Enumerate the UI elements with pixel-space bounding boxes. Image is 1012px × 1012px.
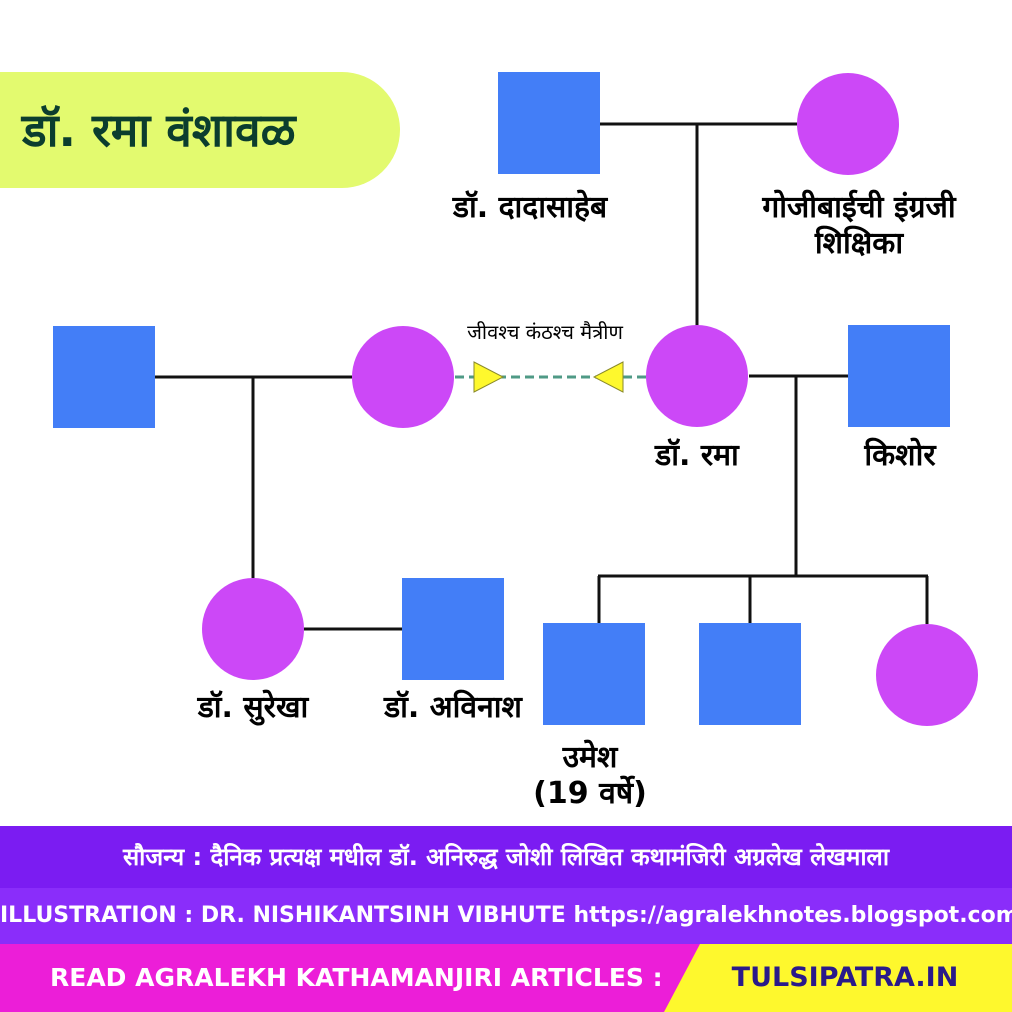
umesh-square-symbol (543, 623, 645, 725)
credit-band: सौजन्य : दैनिक प्रत्यक्ष मधील डॉ. अनिरुद… (0, 826, 1012, 888)
site-tag-background (664, 944, 1012, 1012)
rama-circle-symbol (646, 325, 748, 427)
connector-lines (155, 122, 929, 631)
label-umesh-name: उमेश (562, 740, 618, 775)
page-title: डॉ. रमा वंशावळ (22, 103, 296, 157)
read-articles-label: READ AGRALEKH KATHAMANJIRI ARTICLES : (50, 963, 663, 992)
friendship-arrow-right-icon (592, 361, 624, 393)
friend-circle-symbol (352, 326, 454, 428)
friendship-label: जीवश्च कंठश्च मैत्रीण (467, 320, 623, 344)
site-link[interactable]: TULSIPATRA.IN (731, 962, 959, 993)
son2-square-symbol (699, 623, 801, 725)
label-rama: डॉ. रमा (655, 438, 739, 473)
credit-text: सौजन्य : दैनिक प्रत्यक्ष मधील डॉ. अनिरुद… (122, 843, 890, 871)
friend-husband-square-symbol (53, 326, 155, 428)
label-dadasaheb: डॉ. दादासाहेब (452, 190, 608, 225)
label-teacher-line2: शिक्षिका (814, 226, 904, 261)
kishor-square-symbol (848, 325, 950, 427)
avinash-square-symbol (402, 578, 504, 680)
friendship-arrow-left-icon (473, 361, 505, 393)
daughter-circle-symbol (876, 624, 978, 726)
label-teacher-line1: गोजीबाईची इंग्रजी (762, 190, 956, 225)
illustration-band: ILLUSTRATION : DR. NISHIKANTSINH VIBHUTE… (0, 888, 1012, 944)
label-surekha: डॉ. सुरेखा (197, 690, 309, 725)
title-banner: डॉ. रमा वंशावळ (0, 72, 400, 188)
dadasaheb-square-symbol (498, 72, 600, 174)
teacher-circle-symbol (797, 73, 899, 175)
read-more-band: READ AGRALEKH KATHAMANJIRI ARTICLES : TU… (0, 944, 1012, 1012)
surekha-circle-symbol (202, 578, 304, 680)
label-kishor: किशोर (864, 438, 936, 473)
label-avinash: डॉ. अविनाश (384, 690, 522, 725)
label-umesh-age: (19 वर्षे) (533, 776, 647, 811)
illustration-text: ILLUSTRATION : DR. NISHIKANTSINH VIBHUTE… (0, 903, 1012, 928)
